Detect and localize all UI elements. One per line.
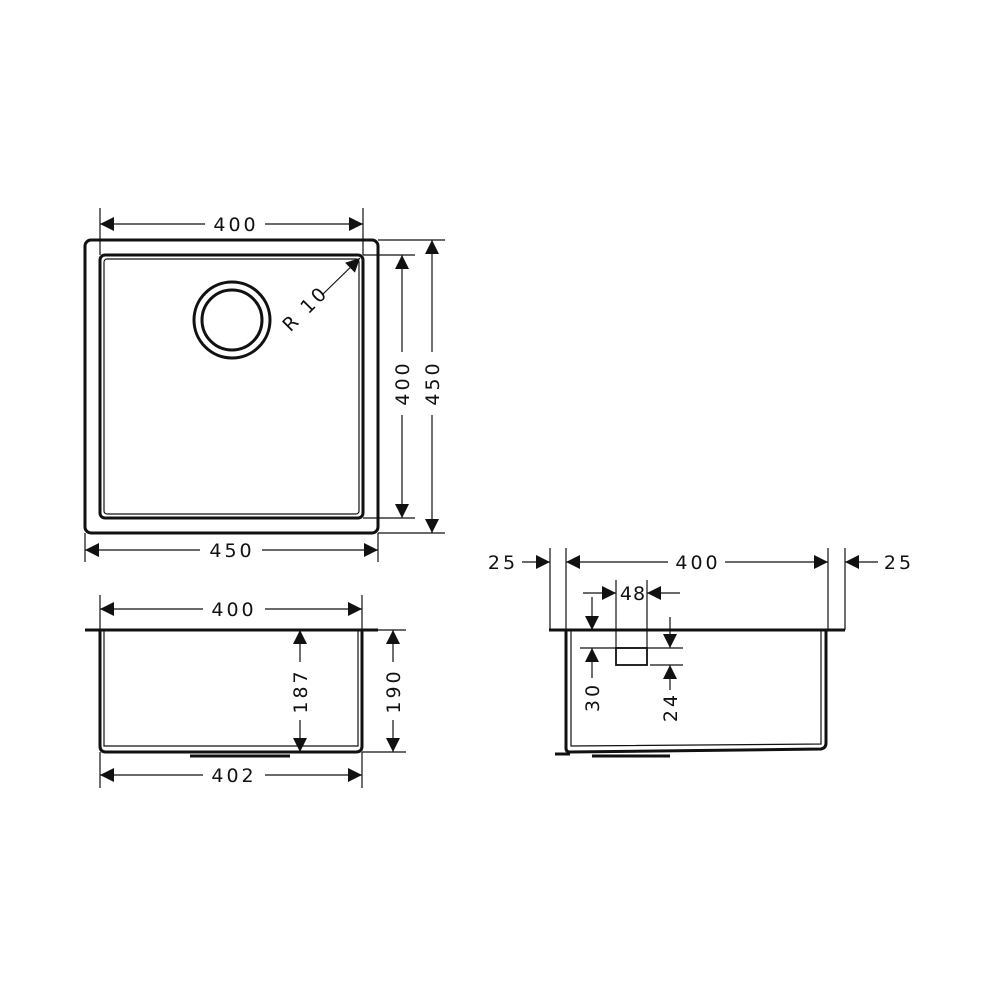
bowl-inner-line [103, 630, 359, 747]
inner-bowl [98, 253, 365, 520]
dim-overflow-height: 24 [660, 692, 682, 722]
dim-bottom-width: 402 [211, 765, 256, 787]
dim-side-width: 400 [675, 552, 720, 574]
overflow-slot [615, 647, 648, 666]
dim-left-flange: 25 [488, 552, 518, 574]
bowl-outline [98, 630, 364, 754]
dim-right-flange: 25 [884, 552, 914, 574]
drain-inner [200, 288, 264, 352]
dim-inner-depth: 187 [290, 668, 312, 713]
dim-width-inner: 400 [213, 214, 258, 236]
dim-height-outer: 450 [422, 360, 444, 405]
bowl-outline [564, 630, 828, 754]
outer-rim [83, 238, 380, 535]
side-view: 25 400 25 48 30 24 [488, 548, 914, 758]
dim-overflow-width: 48 [620, 583, 646, 605]
inner-bowl-edge [103, 258, 360, 515]
front-view: 400 402 187 190 [85, 595, 406, 788]
radius-leader [321, 257, 361, 296]
dim-corner-radius: R 10 [278, 281, 333, 336]
drain-outer [192, 280, 272, 360]
dim-outer-depth: 190 [383, 668, 405, 713]
dim-width-outer: 450 [209, 540, 254, 562]
bowl-inner-line [570, 630, 822, 747]
top-view: 400 450 400 450 R 10 [83, 208, 445, 562]
dim-top-width: 400 [211, 599, 256, 621]
dim-height-inner: 400 [392, 360, 414, 405]
dim-overflow-top-offset: 30 [582, 682, 604, 712]
